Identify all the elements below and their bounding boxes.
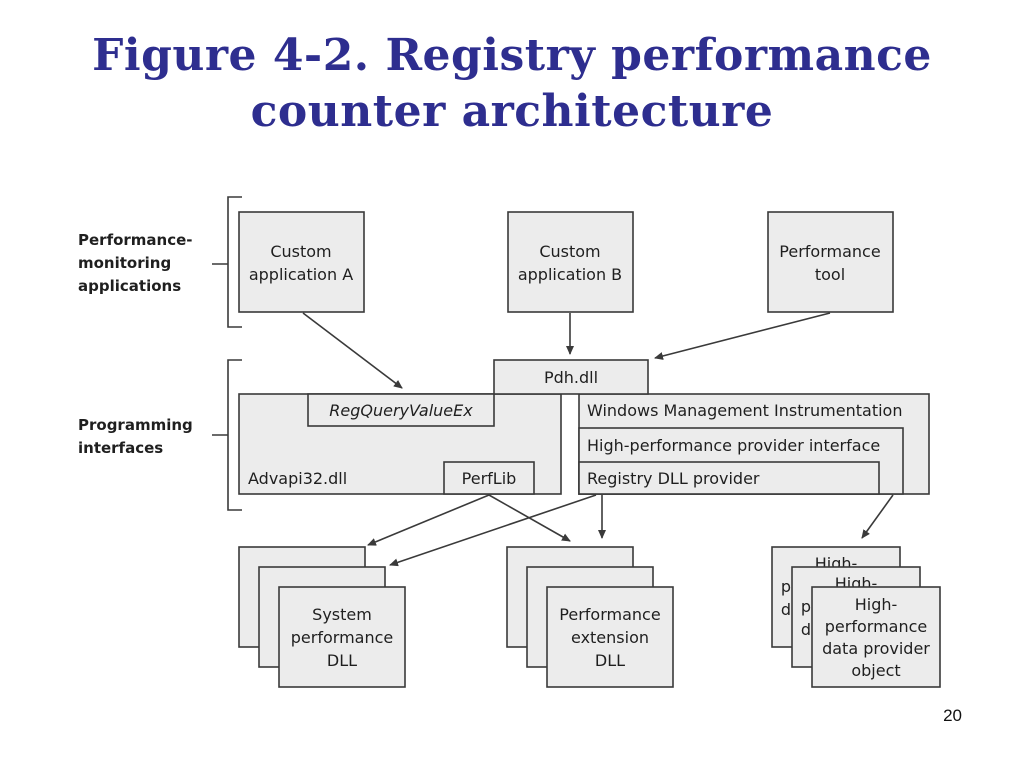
perflib-label: PerfLib (462, 469, 517, 488)
monitoring-label-line-1: Performance- (78, 231, 193, 249)
arrow-perflib-to-system-dll (367, 494, 490, 546)
hp-object-mid-line-3: d (801, 620, 811, 639)
system-dll-line-1: System (312, 605, 372, 624)
custom-application-a-box: Custom application A (238, 211, 365, 313)
monitoring-label: Performance- monitoring applications (78, 231, 193, 295)
hp-interface-label: High-performance provider interface (587, 436, 880, 455)
hp-object-line-3: data provider (822, 639, 930, 658)
arrow-registry-provider-to-system-dll (389, 494, 597, 567)
page-number: 20 (943, 706, 962, 725)
registry-provider-label: Registry DLL provider (587, 469, 760, 488)
hp-object-back-line-3: d (781, 600, 791, 619)
custom-a-line-2: application A (249, 265, 353, 284)
registry-dll-provider-box: Registry DLL provider (578, 461, 880, 495)
interfaces-label-line-1: Programming (78, 416, 193, 434)
interfaces-bracket (212, 359, 242, 511)
extension-dll-line-2: extension (571, 628, 649, 647)
page-title: Figure 4-2. Registry performance counter… (0, 28, 1024, 140)
custom-application-b-box: Custom application B (507, 211, 634, 313)
hp-object-line-2: performance (825, 617, 927, 636)
extension-dll-line-1: Performance (559, 605, 660, 624)
performance-extension-dll-stack: Performance extension DLL (506, 546, 674, 688)
interfaces-label: Programming interfaces (78, 416, 193, 457)
pdh-dll-box: Pdh.dll (493, 359, 649, 395)
perf-tool-line-2: tool (815, 265, 845, 284)
custom-a-line-1: Custom (270, 242, 331, 261)
hp-object-back-line-2: p (781, 577, 791, 596)
monitoring-label-line-2: monitoring (78, 254, 171, 272)
interfaces-label-line-2: interfaces (78, 439, 163, 457)
system-dll-line-2: performance (291, 628, 393, 647)
title-line-2: counter architecture (250, 86, 774, 137)
hp-object-line-4: object (851, 661, 900, 680)
arrow-custom-a-to-regquery (302, 312, 403, 389)
system-performance-dll-stack: System performance DLL (238, 546, 406, 688)
hp-data-provider-object-stack: High- p d High- p d High- performance da… (771, 546, 941, 688)
extension-dll-line-3: DLL (595, 651, 625, 670)
arrow-perf-tool-to-pdh (654, 312, 831, 360)
hp-object-line-1: High- (855, 595, 898, 614)
advapi-label: Advapi32.dll (248, 469, 347, 488)
system-dll-line-3: DLL (327, 651, 357, 670)
monitoring-label-line-3: applications (78, 277, 181, 295)
perflib-box: PerfLib (443, 461, 535, 495)
regqueryvalueex-box: RegQueryValueEx (307, 393, 495, 427)
custom-b-line-2: application B (518, 265, 622, 284)
title-line-1: Figure 4-2. Registry performance (92, 30, 932, 81)
wmi-label: Windows Management Instrumentation (587, 401, 902, 420)
regquery-label: RegQueryValueEx (329, 401, 473, 420)
performance-tool-box: Performance tool (767, 211, 894, 313)
arrow-hp-interface-to-hp-object (861, 494, 894, 539)
pdh-label: Pdh.dll (544, 368, 598, 387)
perf-tool-line-1: Performance (779, 242, 880, 261)
hp-object-mid-line-2: p (801, 597, 811, 616)
custom-b-line-1: Custom (539, 242, 600, 261)
monitoring-bracket (212, 196, 242, 328)
